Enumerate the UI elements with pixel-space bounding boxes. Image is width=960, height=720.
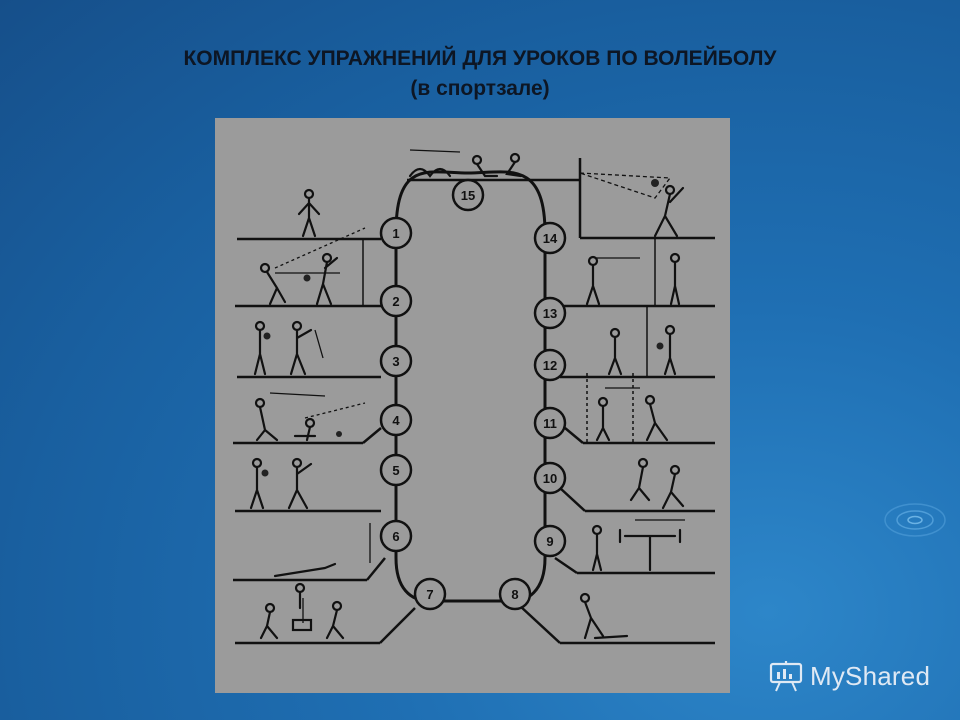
circuit-svg: 15 1 2 3 4 5 6 7 8 9 10 11 12 13 14 <box>233 149 715 645</box>
station-9: 9 <box>546 534 553 549</box>
right-shelves <box>407 158 715 645</box>
ball-markers <box>261 179 664 477</box>
station-15: 15 <box>461 188 475 203</box>
station-14: 14 <box>543 231 558 246</box>
station-markers <box>379 178 567 611</box>
station-labels: 15 1 2 3 4 5 6 7 8 9 10 11 12 13 14 <box>392 188 558 602</box>
station-2: 2 <box>392 294 399 309</box>
station-7: 7 <box>426 587 433 602</box>
title-line-2: (в спортзале) <box>410 77 550 100</box>
title-line-1: КОМПЛЕКС УПРАЖНЕНИЙ ДЛЯ УРОКОВ ПО ВОЛЕЙБ… <box>183 47 777 70</box>
station-8: 8 <box>511 587 518 602</box>
slide-title: КОМПЛЕКС УПРАЖНЕНИЙ ДЛЯ УРОКОВ ПО ВОЛЕЙБ… <box>0 44 960 104</box>
myshared-watermark: MyShared <box>768 656 930 696</box>
station-12: 12 <box>543 358 557 373</box>
station-10: 10 <box>543 471 557 486</box>
station-11: 11 <box>543 416 557 431</box>
stick-figures <box>249 152 685 640</box>
exercise-circuit-diagram: 15 1 2 3 4 5 6 7 8 9 10 11 12 13 14 <box>215 118 730 693</box>
circuit-track <box>394 170 547 603</box>
water-ripple-decoration <box>884 503 946 537</box>
station-3: 3 <box>392 354 399 369</box>
brand-name: MyShared <box>810 660 931 691</box>
left-shelves <box>233 237 416 645</box>
station-13: 13 <box>543 306 557 321</box>
station-5: 5 <box>392 463 399 478</box>
motion-arrows <box>269 149 685 623</box>
presentation-board-icon <box>769 661 803 692</box>
station-4: 4 <box>392 413 400 428</box>
station-6: 6 <box>392 529 399 544</box>
station-1: 1 <box>392 226 399 241</box>
